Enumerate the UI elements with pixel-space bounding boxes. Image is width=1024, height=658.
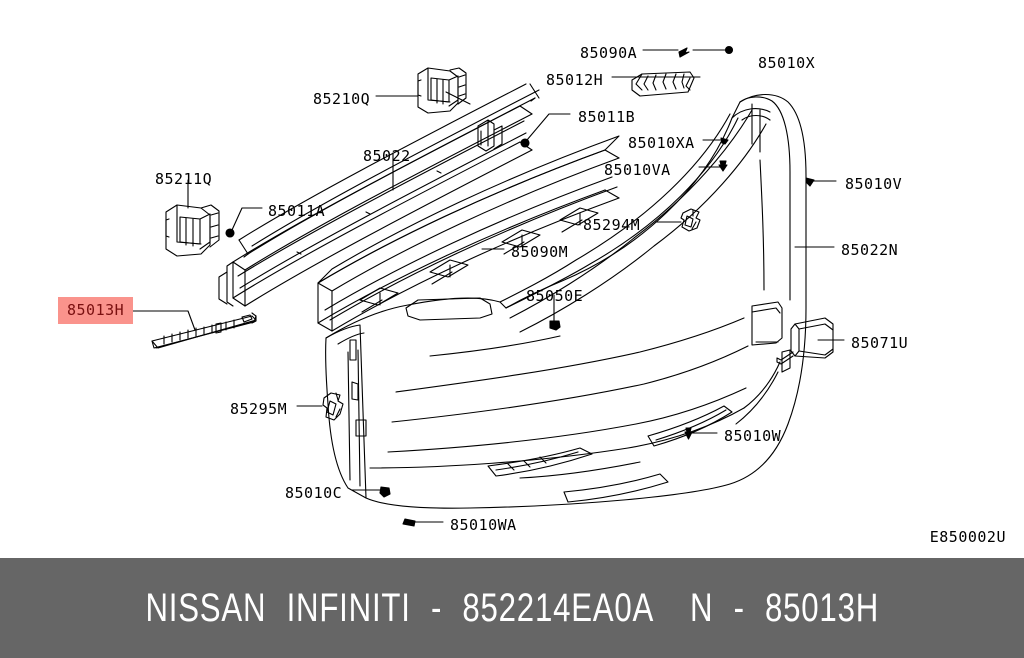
callout-85010W[interactable]: 85010W [724, 427, 782, 445]
part-85013H-highlighted-bracket [151, 312, 257, 349]
diagram-id-code: E850002U [929, 528, 1006, 546]
callout-85011B[interactable]: 85011B [578, 108, 636, 126]
callout-85022N[interactable]: 85022N [841, 241, 899, 259]
callout-85010X[interactable]: 85010X [758, 54, 816, 72]
callout-85090A[interactable]: 85090A [580, 44, 638, 62]
part-85022-reinforce-bar [218, 83, 540, 307]
callout-85010XA[interactable]: 85010XA [628, 134, 695, 152]
callout-85011A[interactable]: 85011A [268, 202, 326, 220]
callout-85010V[interactable]: 85010V [845, 175, 903, 193]
callout-85090M[interactable]: 85090M [511, 243, 569, 261]
callout-85210Q[interactable]: 85210Q [313, 90, 371, 108]
callout-85071U[interactable]: 85071U [851, 334, 909, 352]
callout-85050E[interactable]: 85050E [526, 287, 584, 305]
callout-85012H[interactable]: 85012H [546, 71, 604, 89]
footer-ref-code: 85013H [764, 585, 879, 630]
part-85022N-bumper-fascia [325, 93, 807, 509]
part-85294M-retainer [680, 208, 701, 232]
callout-85295M[interactable]: 85295M [230, 400, 288, 418]
callout-85010WA[interactable]: 85010WA [450, 516, 517, 534]
callout-85211Q[interactable]: 85211Q [155, 170, 213, 188]
fastener-glyphs [225, 45, 815, 527]
callout-85010VA[interactable]: 85010VA [604, 161, 671, 179]
part-85210Q [417, 67, 467, 114]
callout-85013H-highlighted[interactable]: 85013H [58, 297, 134, 324]
footer-dash-1: - [430, 585, 442, 630]
part-85090M-absorber [317, 135, 620, 332]
footer-side-code: N [689, 585, 714, 630]
callout-85294M[interactable]: 85294M [583, 216, 641, 234]
part-85211Q [165, 204, 220, 257]
footer-brand-infiniti: INFINITI [286, 585, 411, 630]
detail-right-aperture [781, 349, 791, 373]
part-85012H-bracket [631, 71, 695, 97]
footer-brand-nissan: NISSAN [145, 585, 267, 630]
footer-dash-2: - [733, 585, 745, 630]
footer-part-number: 852214EA0A [462, 585, 654, 630]
part-85071U-cover [776, 317, 834, 365]
part-85295M-retainer [322, 392, 344, 421]
parts-diagram-canvas [129, 45, 845, 527]
callout-85022[interactable]: 85022 [363, 147, 411, 165]
callout-85010C[interactable]: 85010C [285, 484, 343, 502]
